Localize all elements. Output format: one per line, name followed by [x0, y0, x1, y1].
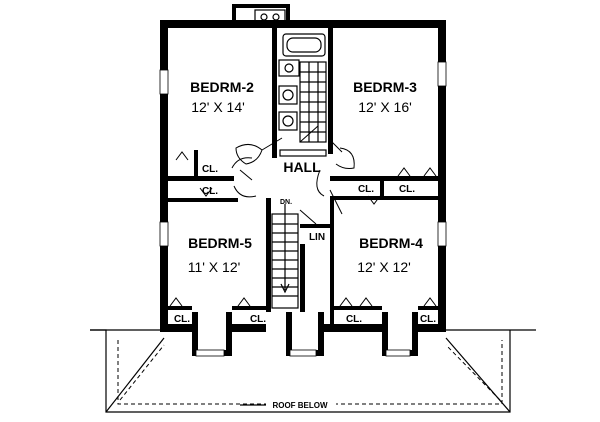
closet-label: CL.	[174, 314, 190, 325]
bedrm-3-size: 12' X 16'	[358, 99, 412, 115]
closet-label: CL.	[250, 314, 266, 325]
bedrm-5-name: BEDRM-5	[188, 235, 252, 251]
closet-label: CL.	[399, 184, 415, 195]
roof-below-label: ROOF BELOW	[272, 401, 328, 410]
bedrm-3-name: BEDRM-3	[353, 79, 417, 95]
bedrm-5-size: 11' X 12'	[188, 259, 241, 275]
roof-below: ROOF BELOW	[90, 329, 536, 413]
windows	[159, 61, 447, 357]
closet-doors	[169, 151, 437, 307]
stairs-label: DN.	[280, 199, 292, 206]
closet-label: CL.	[358, 184, 374, 195]
bedrm-2-name: BEDRM-2	[190, 79, 254, 95]
closet-label: CL.	[346, 314, 362, 325]
tile-floor	[299, 61, 327, 143]
hall-label: HALL	[283, 159, 321, 175]
hall	[231, 137, 355, 225]
closet-label: CL.	[202, 186, 218, 197]
interior-walls	[168, 28, 438, 330]
bedrm-2-size: 12' X 14'	[191, 99, 245, 115]
linen-label: LIN	[309, 232, 325, 243]
bathroom	[278, 33, 327, 157]
closet-label: CL.	[202, 164, 218, 175]
staircase: DN.	[271, 199, 299, 309]
bedrm-4-name: BEDRM-4	[359, 235, 423, 251]
bedrm-4-size: 12' X 12'	[357, 259, 411, 275]
closet-label: CL.	[420, 314, 436, 325]
